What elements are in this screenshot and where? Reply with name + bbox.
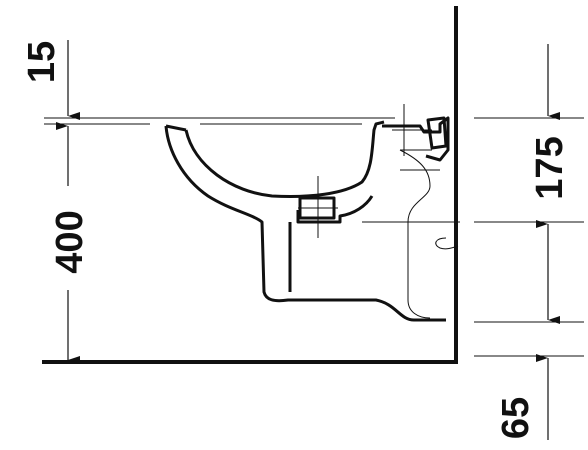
wall-and-floor xyxy=(42,6,458,364)
hidden-lines xyxy=(298,104,459,319)
bowl-rim-top xyxy=(165,124,187,132)
dim-label-15: 15 xyxy=(21,41,63,83)
dimension-labels: 15 400 175 65 xyxy=(21,41,571,439)
bowl-inner xyxy=(184,120,385,198)
mount-block xyxy=(426,116,448,150)
dim-label-175: 175 xyxy=(529,136,571,199)
drain-opening xyxy=(435,237,459,250)
back-profile xyxy=(399,149,431,319)
dimension-lines xyxy=(56,40,560,440)
outlet-stub xyxy=(298,196,336,220)
outlet-neck xyxy=(288,195,374,292)
dim-label-65: 65 xyxy=(495,397,537,439)
reference-lines xyxy=(44,117,584,357)
dim-label-400: 400 xyxy=(49,210,91,273)
bowl-outer xyxy=(164,125,446,322)
back-mount xyxy=(382,116,450,162)
fixture-outline xyxy=(164,116,450,322)
